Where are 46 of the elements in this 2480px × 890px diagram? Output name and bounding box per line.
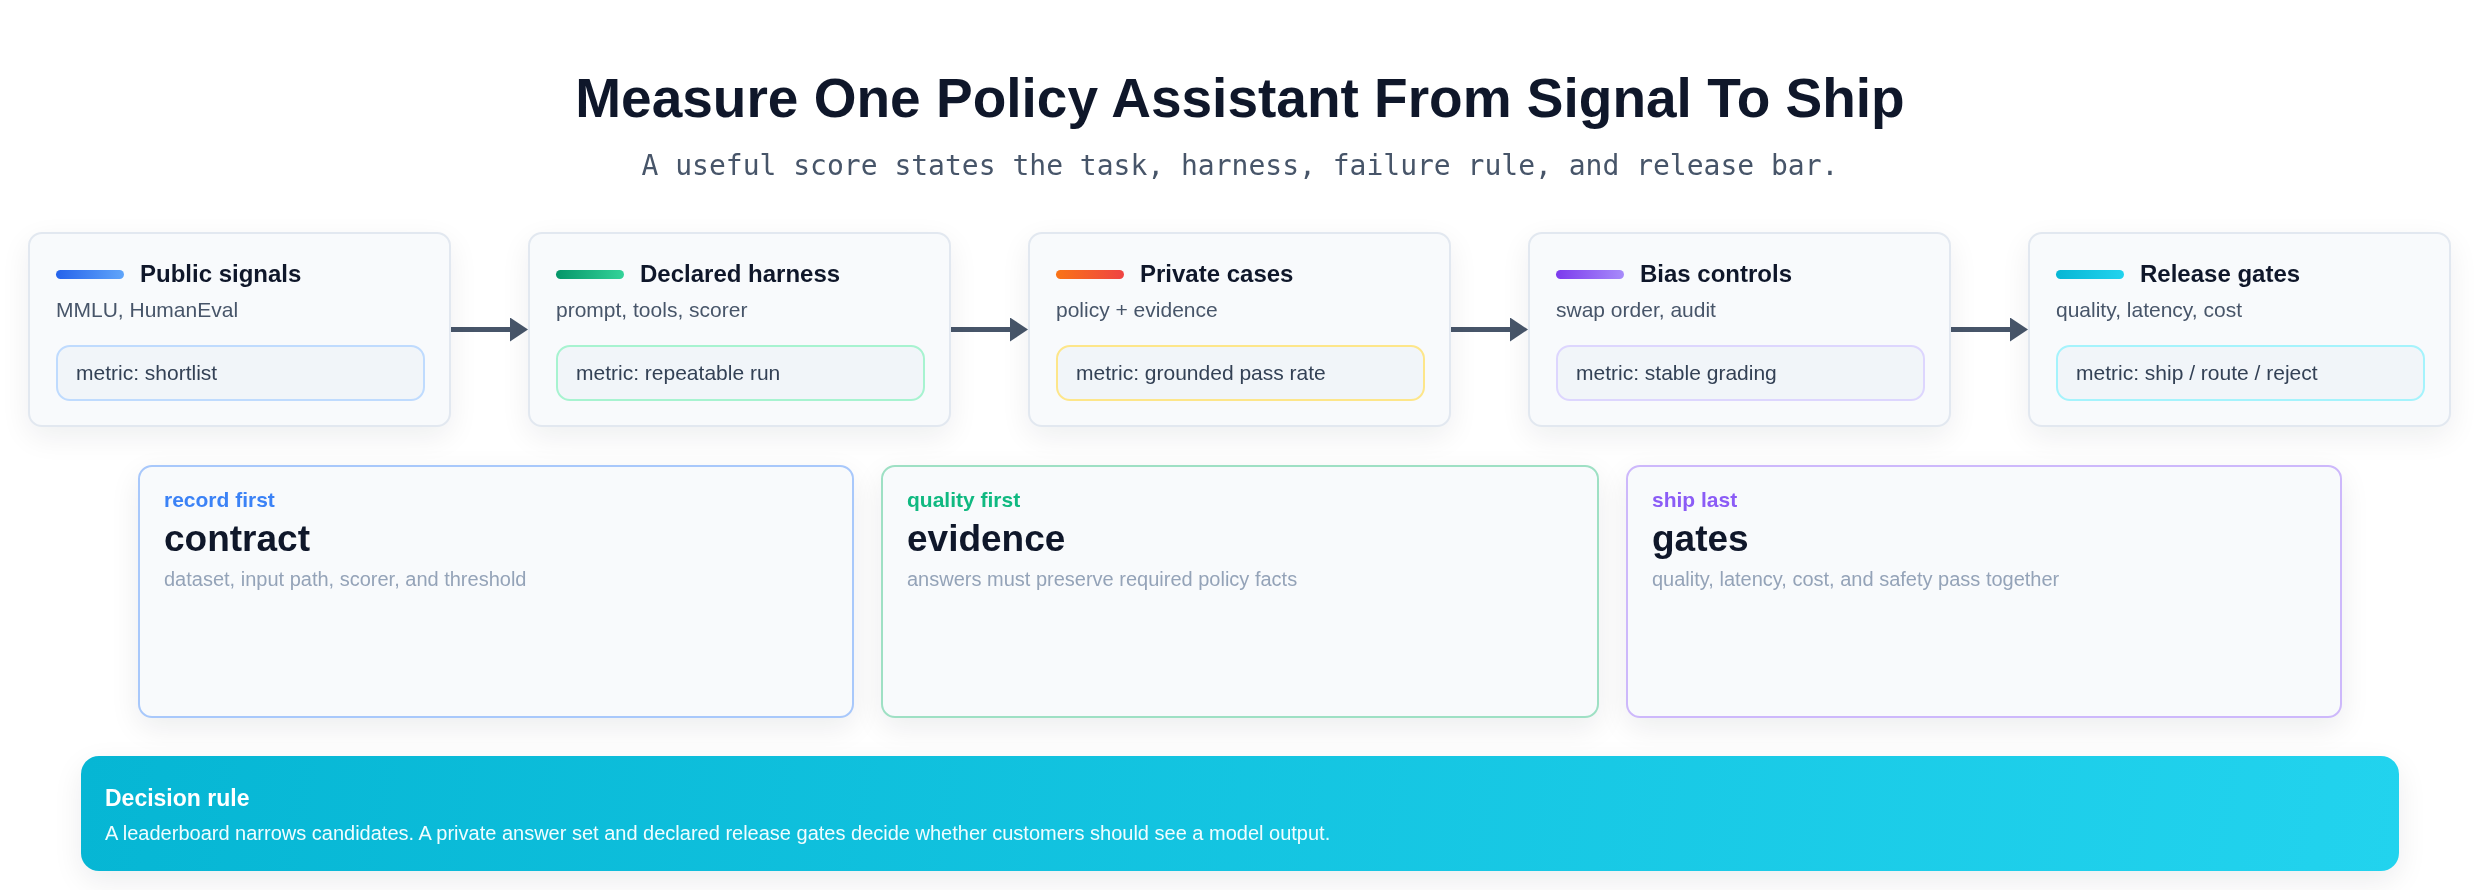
banner-heading: Decision rule (105, 784, 250, 812)
metric-text: metric: grounded pass rate (1076, 360, 1326, 386)
stage-detail: policy + evidence (1056, 297, 1218, 323)
subtitle: A useful score states the task, harness, failure rule, and release bar. (640, 148, 1840, 184)
stage-detail: quality, latency, cost (2056, 297, 2242, 323)
metric-text: metric: stable grading (1576, 360, 1777, 386)
principle-panel (138, 465, 854, 718)
metric-text: metric: repeatable run (576, 360, 781, 386)
stage-card (2028, 232, 2451, 427)
stage-heading: Release gates (2140, 259, 2301, 289)
arrow (1951, 317, 2028, 342)
stage-heading: Public signals (140, 259, 302, 289)
stage-card (1528, 232, 1951, 427)
stage-heading: Declared harness (640, 259, 841, 289)
metric-panel (556, 345, 925, 401)
principle-panel (881, 465, 1599, 718)
stage-card (1028, 232, 1451, 427)
stage-heading: Private cases (1140, 259, 1294, 289)
stage-card (28, 232, 451, 427)
panel-description: quality, latency, cost, and safety pass together (1652, 567, 2060, 592)
panel-heading: gates (1652, 517, 1749, 561)
stage-detail: MMLU, HumanEval (56, 297, 239, 323)
arrow (451, 317, 528, 342)
metric-panel (1556, 345, 1925, 401)
title: Measure One Policy Assistant From Signal To Ship (574, 66, 1906, 130)
principle-panel (1626, 465, 2342, 718)
panel-tag: quality first (907, 487, 1021, 513)
arrow (1451, 317, 1528, 342)
banner-text: A leaderboard narrows candidates. A private answer set and declared release gates decide whether customers should see a model output. (105, 821, 1331, 846)
stage-heading: Bias controls (1640, 259, 1793, 289)
panel-heading: evidence (907, 517, 1066, 561)
metric-panel (2056, 345, 2425, 401)
panel-tag: ship last (1652, 487, 1738, 513)
metric-panel (1056, 345, 1425, 401)
metric-text: metric: ship / route / reject (2076, 360, 2318, 386)
panel-description: dataset, input path, scorer, and threshold (164, 567, 527, 592)
metric-panel (56, 345, 425, 401)
panel-description: answers must preserve required policy facts (907, 567, 1298, 592)
decision-banner (81, 756, 2399, 871)
stage-card (528, 232, 951, 427)
metric-text: metric: shortlist (76, 360, 218, 386)
arrow (951, 317, 1028, 342)
panel-tag: record first (164, 487, 275, 513)
panel-heading: contract (164, 517, 310, 561)
stage-detail: swap order, audit (1556, 297, 1716, 323)
stage-detail: prompt, tools, scorer (556, 297, 748, 323)
